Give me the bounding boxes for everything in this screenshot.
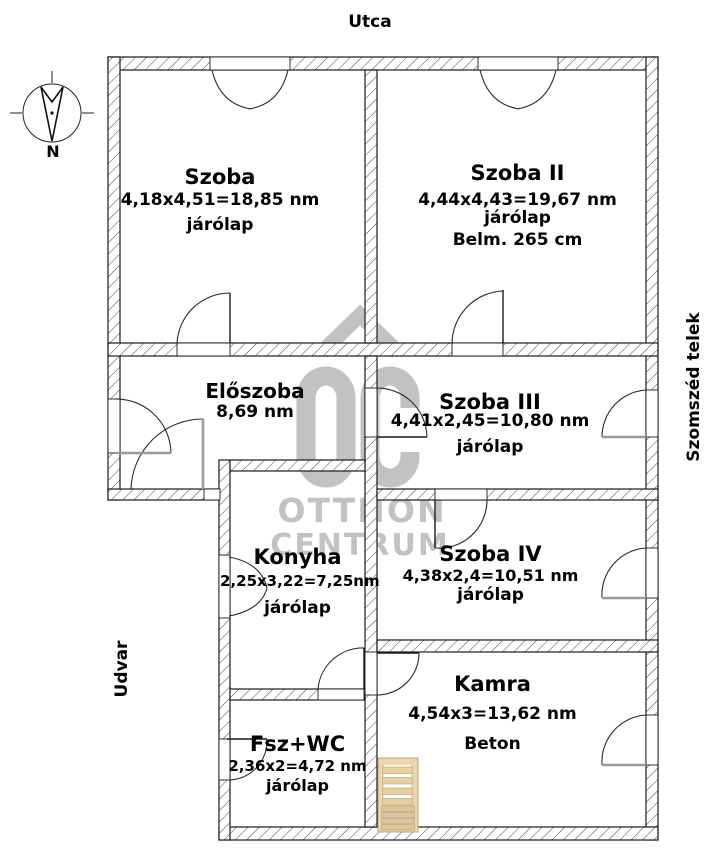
room-label-eloszoba: Előszoba 8,69 nm (175, 381, 335, 422)
window-opening-szoba2 (477, 56, 559, 71)
wall-center-vertical-lower (364, 355, 378, 828)
door-arc-kamra-right (601, 714, 647, 766)
compass-ticks (10, 71, 94, 114)
window-opening-konyha (218, 554, 231, 619)
room-floor: Beton (464, 733, 521, 754)
door-arc-szoba4-right (601, 547, 647, 599)
room-label-szoba2: Szoba II 4,44x4,43=19,67 nm járólap Belm… (395, 162, 640, 250)
room-name: Fsz+WC (249, 732, 346, 756)
room-floor: járólap (186, 214, 254, 235)
door-arc-szoba (176, 292, 231, 344)
ladder-rungs (382, 766, 413, 806)
room-dims: 4,38x2,4=10,51 nm (402, 566, 579, 586)
wall-szoba3-bottom (376, 488, 659, 501)
room-floor: járólap (266, 775, 329, 795)
door-opening-kamra-left (364, 651, 378, 696)
door-arc-fszwc-window (229, 738, 268, 781)
watermark-letter-o (296, 366, 356, 488)
room-floor: járólap (264, 597, 331, 618)
door-arc-szoba3-left (376, 387, 428, 438)
ladder (377, 757, 419, 833)
door-opening-szoba2 (451, 342, 504, 357)
wall-mid-horizontal (107, 342, 659, 357)
wall-outer-top (107, 56, 659, 71)
room-name: Kamra (454, 672, 531, 696)
room-dims: 4,44x4,43=19,67 nm (418, 190, 617, 211)
room-label-kamra: Kamra 4,54x3=13,62 nm Beton (390, 673, 595, 754)
wall-outer-bottom (218, 826, 659, 841)
compass-center-dot (50, 111, 54, 115)
room-floor: járólap (456, 436, 524, 457)
door-arc-fszwc (317, 647, 365, 690)
door-arc-szoba4-top (434, 499, 488, 549)
room-name: Szoba III (439, 390, 541, 414)
wall-eloszoba-bottom (107, 488, 220, 501)
room-dims: 2,25x3,22=7,25nm (220, 572, 380, 591)
room-label-szoba4: Szoba IV 4,38x2,4=10,51 nm járólap (383, 543, 598, 605)
room-name: Szoba (184, 165, 256, 189)
room-name: Szoba II (470, 161, 565, 185)
door-arc-eloszoba-left (113, 398, 172, 454)
window-sash-szoba (211, 69, 289, 110)
window-opening-szoba (209, 56, 291, 71)
room-dims: 8,69 nm (216, 402, 294, 422)
compass-north-label: N (46, 142, 60, 161)
door-opening-fszwc (317, 688, 365, 701)
watermark-brand-line2: CENTRUM (270, 528, 449, 563)
room-dims: 2,36x2=4,72 nm (228, 757, 367, 776)
neighbor-plot-label: Szomszéd telek (684, 312, 704, 462)
watermark-logo: OTTHON CENTRUM (270, 304, 449, 563)
door-leaves-gray (119, 419, 646, 767)
room-label-konyha: Konyha 2,25x3,22=7,25nm járólap (220, 545, 380, 618)
wall-center-vertical-upper (364, 69, 378, 344)
door-opening-szoba4-right (645, 547, 659, 599)
room-dims: 4,41x2,45=10,80 nm (390, 411, 590, 432)
room-name: Előszoba (205, 379, 305, 403)
door-arc-szoba2 (451, 290, 504, 344)
watermark-roof-icon (316, 304, 404, 358)
room-label-fszwc: Fsz+WC 2,36x2=4,72 nm járólap (220, 733, 375, 795)
room-dims: 4,54x3=13,62 nm (408, 704, 577, 725)
room-name: Konyha (253, 545, 342, 569)
window-sash-szoba2 (479, 69, 557, 110)
window-sashes (211, 69, 557, 617)
door-swings (113, 290, 647, 781)
door-arc-kamra-left (376, 652, 420, 696)
door-leaves-black (227, 290, 504, 740)
door-opening-szoba3-right (645, 389, 659, 438)
wall-outer-left-lower (218, 459, 231, 841)
door-arc-entrance (130, 418, 204, 490)
room-name: Szoba IV (439, 542, 542, 566)
ladder-lower-lines (382, 811, 414, 825)
room-floor: járólap (457, 584, 524, 605)
wall-openings (107, 56, 659, 781)
door-arcs (113, 290, 647, 781)
door-arc-szoba3-right (601, 389, 647, 438)
room-label-szoba3: Szoba III 4,41x2,45=10,80 nm járólap (385, 391, 595, 457)
door-opening-szoba4-top (434, 488, 488, 501)
compass (10, 71, 94, 143)
door-opening-kamra-right (645, 714, 659, 766)
room-extra: Belm. 265 cm (452, 229, 583, 250)
window-opening-fszwc (218, 738, 231, 781)
door-opening-entrance (203, 488, 221, 501)
street-label: Utca (348, 12, 392, 32)
door-opening-szoba3-left (364, 387, 378, 438)
wall-konyha-top (229, 459, 366, 472)
room-dims: 4,18x4,51=18,85 nm (120, 190, 320, 211)
window-sash-konyha (228, 556, 268, 617)
yard-label: Udvar (112, 640, 132, 698)
door-opening-eloszoba-left (107, 398, 121, 454)
room-label-szoba: Szoba 4,18x4,51=18,85 nm járólap (105, 166, 335, 235)
compass-circle (22, 83, 82, 143)
room-floor: járólap (484, 207, 551, 228)
wall-szoba4-bottom (376, 639, 659, 653)
door-opening-szoba (176, 342, 231, 357)
